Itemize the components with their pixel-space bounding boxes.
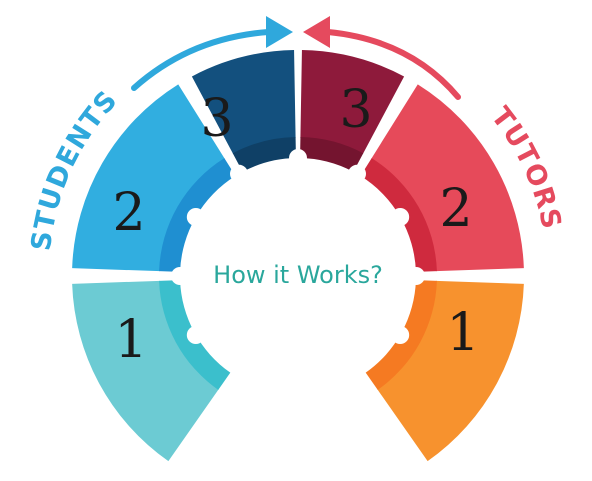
students-step-3-number: 3 (200, 89, 233, 149)
tutors-step-1-number: 1 (446, 303, 479, 363)
tutors-step-3-number: 3 (339, 80, 372, 140)
center-title: How it Works? (213, 261, 383, 289)
tutors-arrow-icon (303, 16, 461, 100)
students-step-3-segment (191, 50, 296, 172)
center-hub (184, 162, 412, 390)
tutors-step-2-segment (360, 84, 524, 272)
tutors-step-2-number: 2 (439, 179, 472, 239)
tutors-step-3-segment (300, 50, 405, 172)
students-step-1-number: 1 (114, 310, 147, 370)
gear-teeth (171, 149, 425, 390)
students-arrow-icon (131, 16, 293, 91)
students-step-2-number: 2 (112, 183, 145, 243)
students-step-2-segment (72, 84, 236, 272)
